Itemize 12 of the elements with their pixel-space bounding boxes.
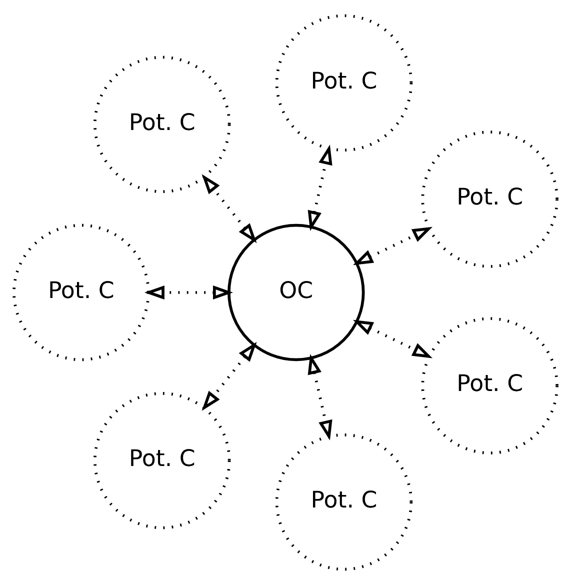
arrow (202, 174, 257, 244)
arrow (353, 320, 433, 358)
arrow (202, 342, 257, 411)
arrow (353, 226, 433, 266)
arrow (144, 285, 234, 300)
node-circle: Pot. C (12, 224, 150, 362)
arrow (308, 354, 332, 440)
node-circle: Pot. C (275, 433, 413, 571)
arrow (308, 144, 332, 231)
node-circle: Pot. C (421, 317, 558, 454)
node-circle: Pot. C (275, 14, 413, 152)
node-circle: Pot. C (421, 130, 558, 268)
